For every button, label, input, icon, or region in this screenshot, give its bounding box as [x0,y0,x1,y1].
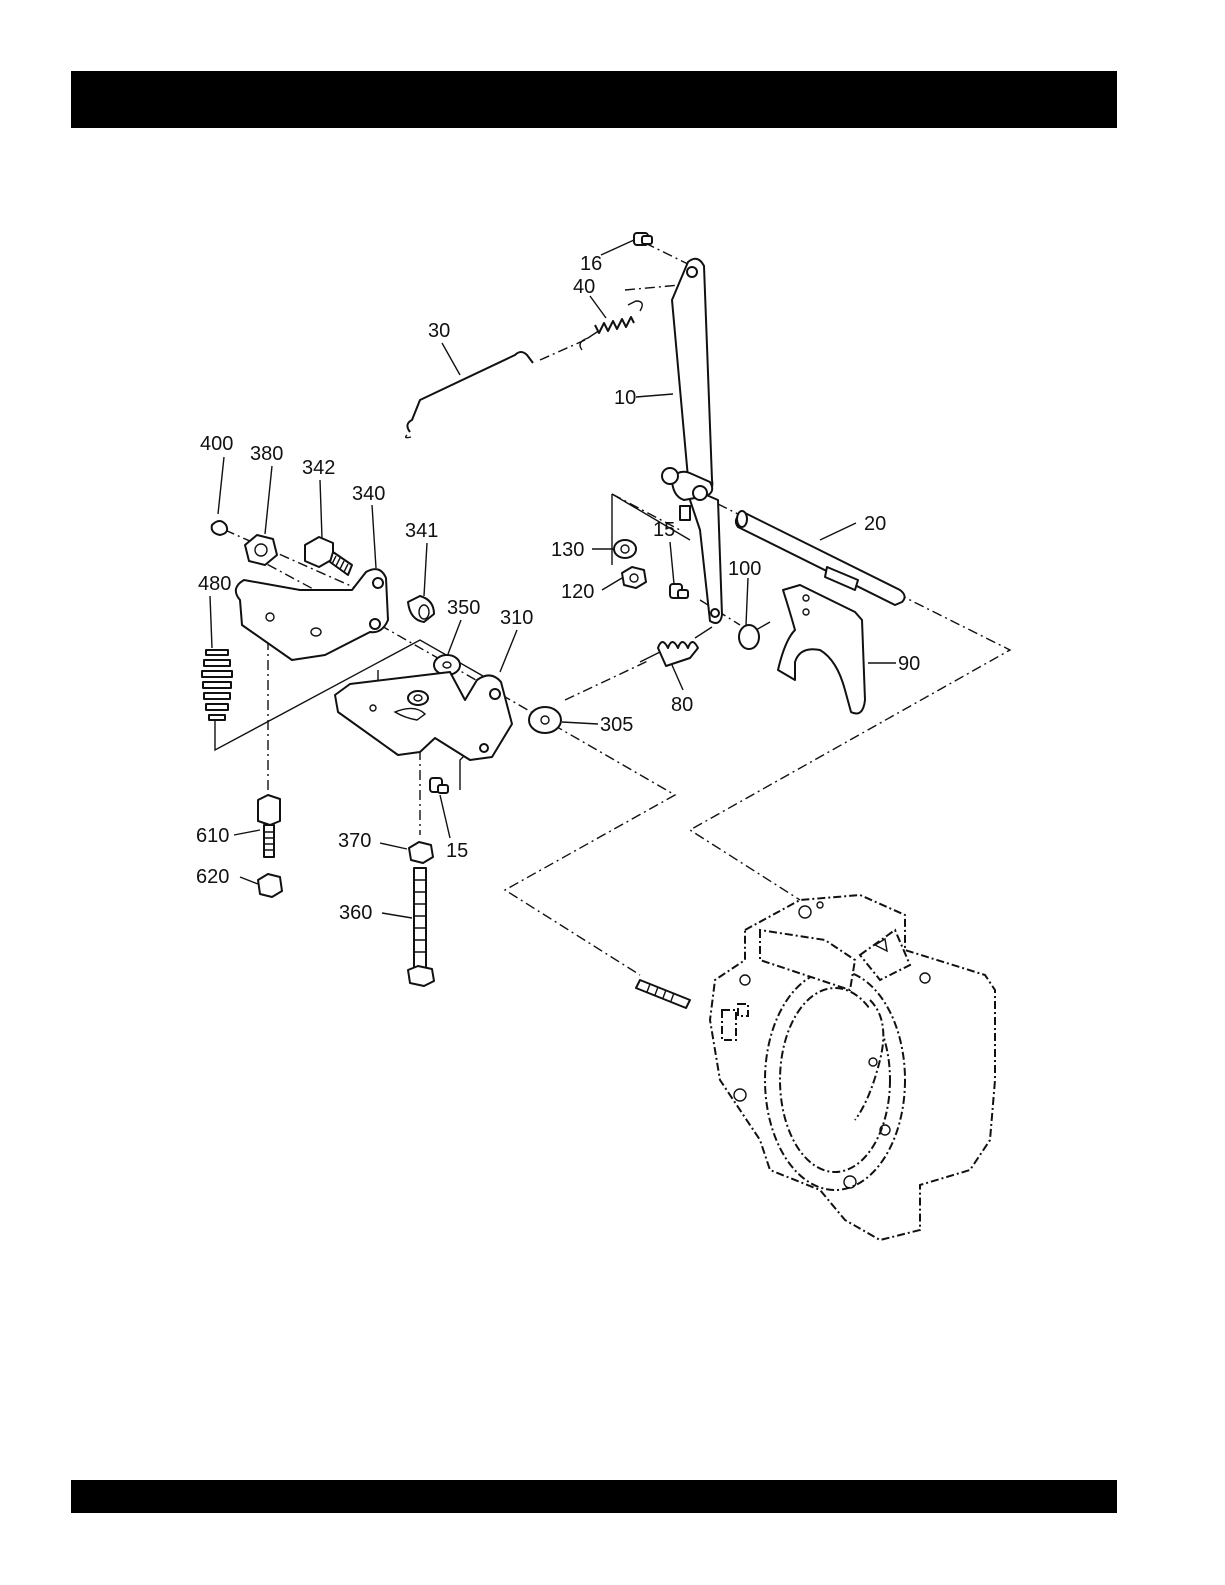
part-341-collar [408,596,434,622]
callout-90: 90 [898,653,920,675]
callout-100: 100 [728,558,761,580]
callout-400: 400 [200,433,233,455]
callout-360: 360 [339,902,372,924]
leader-lines [210,240,896,918]
callout-310: 310 [500,607,533,629]
part-15-pin-upper [670,584,688,598]
stud-bolt [636,980,690,1008]
part-480-spring [202,650,232,720]
part-10-lever [662,259,722,623]
callout-610: 610 [196,825,229,847]
part-40-spring [580,301,642,350]
callout-15-upper: 15 [653,519,675,541]
part-30-rod [406,352,533,438]
housing-casting [710,895,995,1240]
callout-380: 380 [250,443,283,465]
callout-350: 350 [447,597,480,619]
callout-80: 80 [671,694,693,716]
callout-305: 305 [600,714,633,736]
part-15-pin-lower [430,778,448,793]
callout-20: 20 [864,513,886,535]
callout-340: 340 [352,483,385,505]
part-120-nut [622,567,646,588]
part-370-nut [409,842,433,863]
footer-band [71,1480,1117,1513]
callout-620: 620 [196,866,229,888]
callout-480: 480 [198,573,231,595]
callout-341: 341 [405,520,438,542]
callout-120: 120 [561,581,594,603]
part-130-washer [614,540,636,558]
callout-15-lower: 15 [446,840,468,862]
part-380-nut [245,535,277,565]
part-100-bolt [739,622,770,649]
callout-342: 342 [302,457,335,479]
part-305-washer [529,707,561,733]
part-400-ring [212,521,227,535]
callout-16-top: 16 [580,253,602,275]
part-610-bolt [258,795,280,857]
part-360-bolt [408,868,434,986]
part-80-spring [640,627,712,666]
part-620-nut [258,874,282,897]
part-340-bracket [236,569,388,660]
callout-labels: 16 40 30 10 20 400 380 342 340 341 480 3… [196,253,920,924]
callout-370: 370 [338,830,371,852]
callout-30: 30 [428,320,450,342]
part-310-bracket [335,672,512,760]
callout-40: 40 [573,276,595,298]
part-90-plate [778,585,865,714]
part-16-pin-top [634,233,652,245]
callout-130: 130 [551,539,584,561]
callout-10: 10 [614,387,636,409]
